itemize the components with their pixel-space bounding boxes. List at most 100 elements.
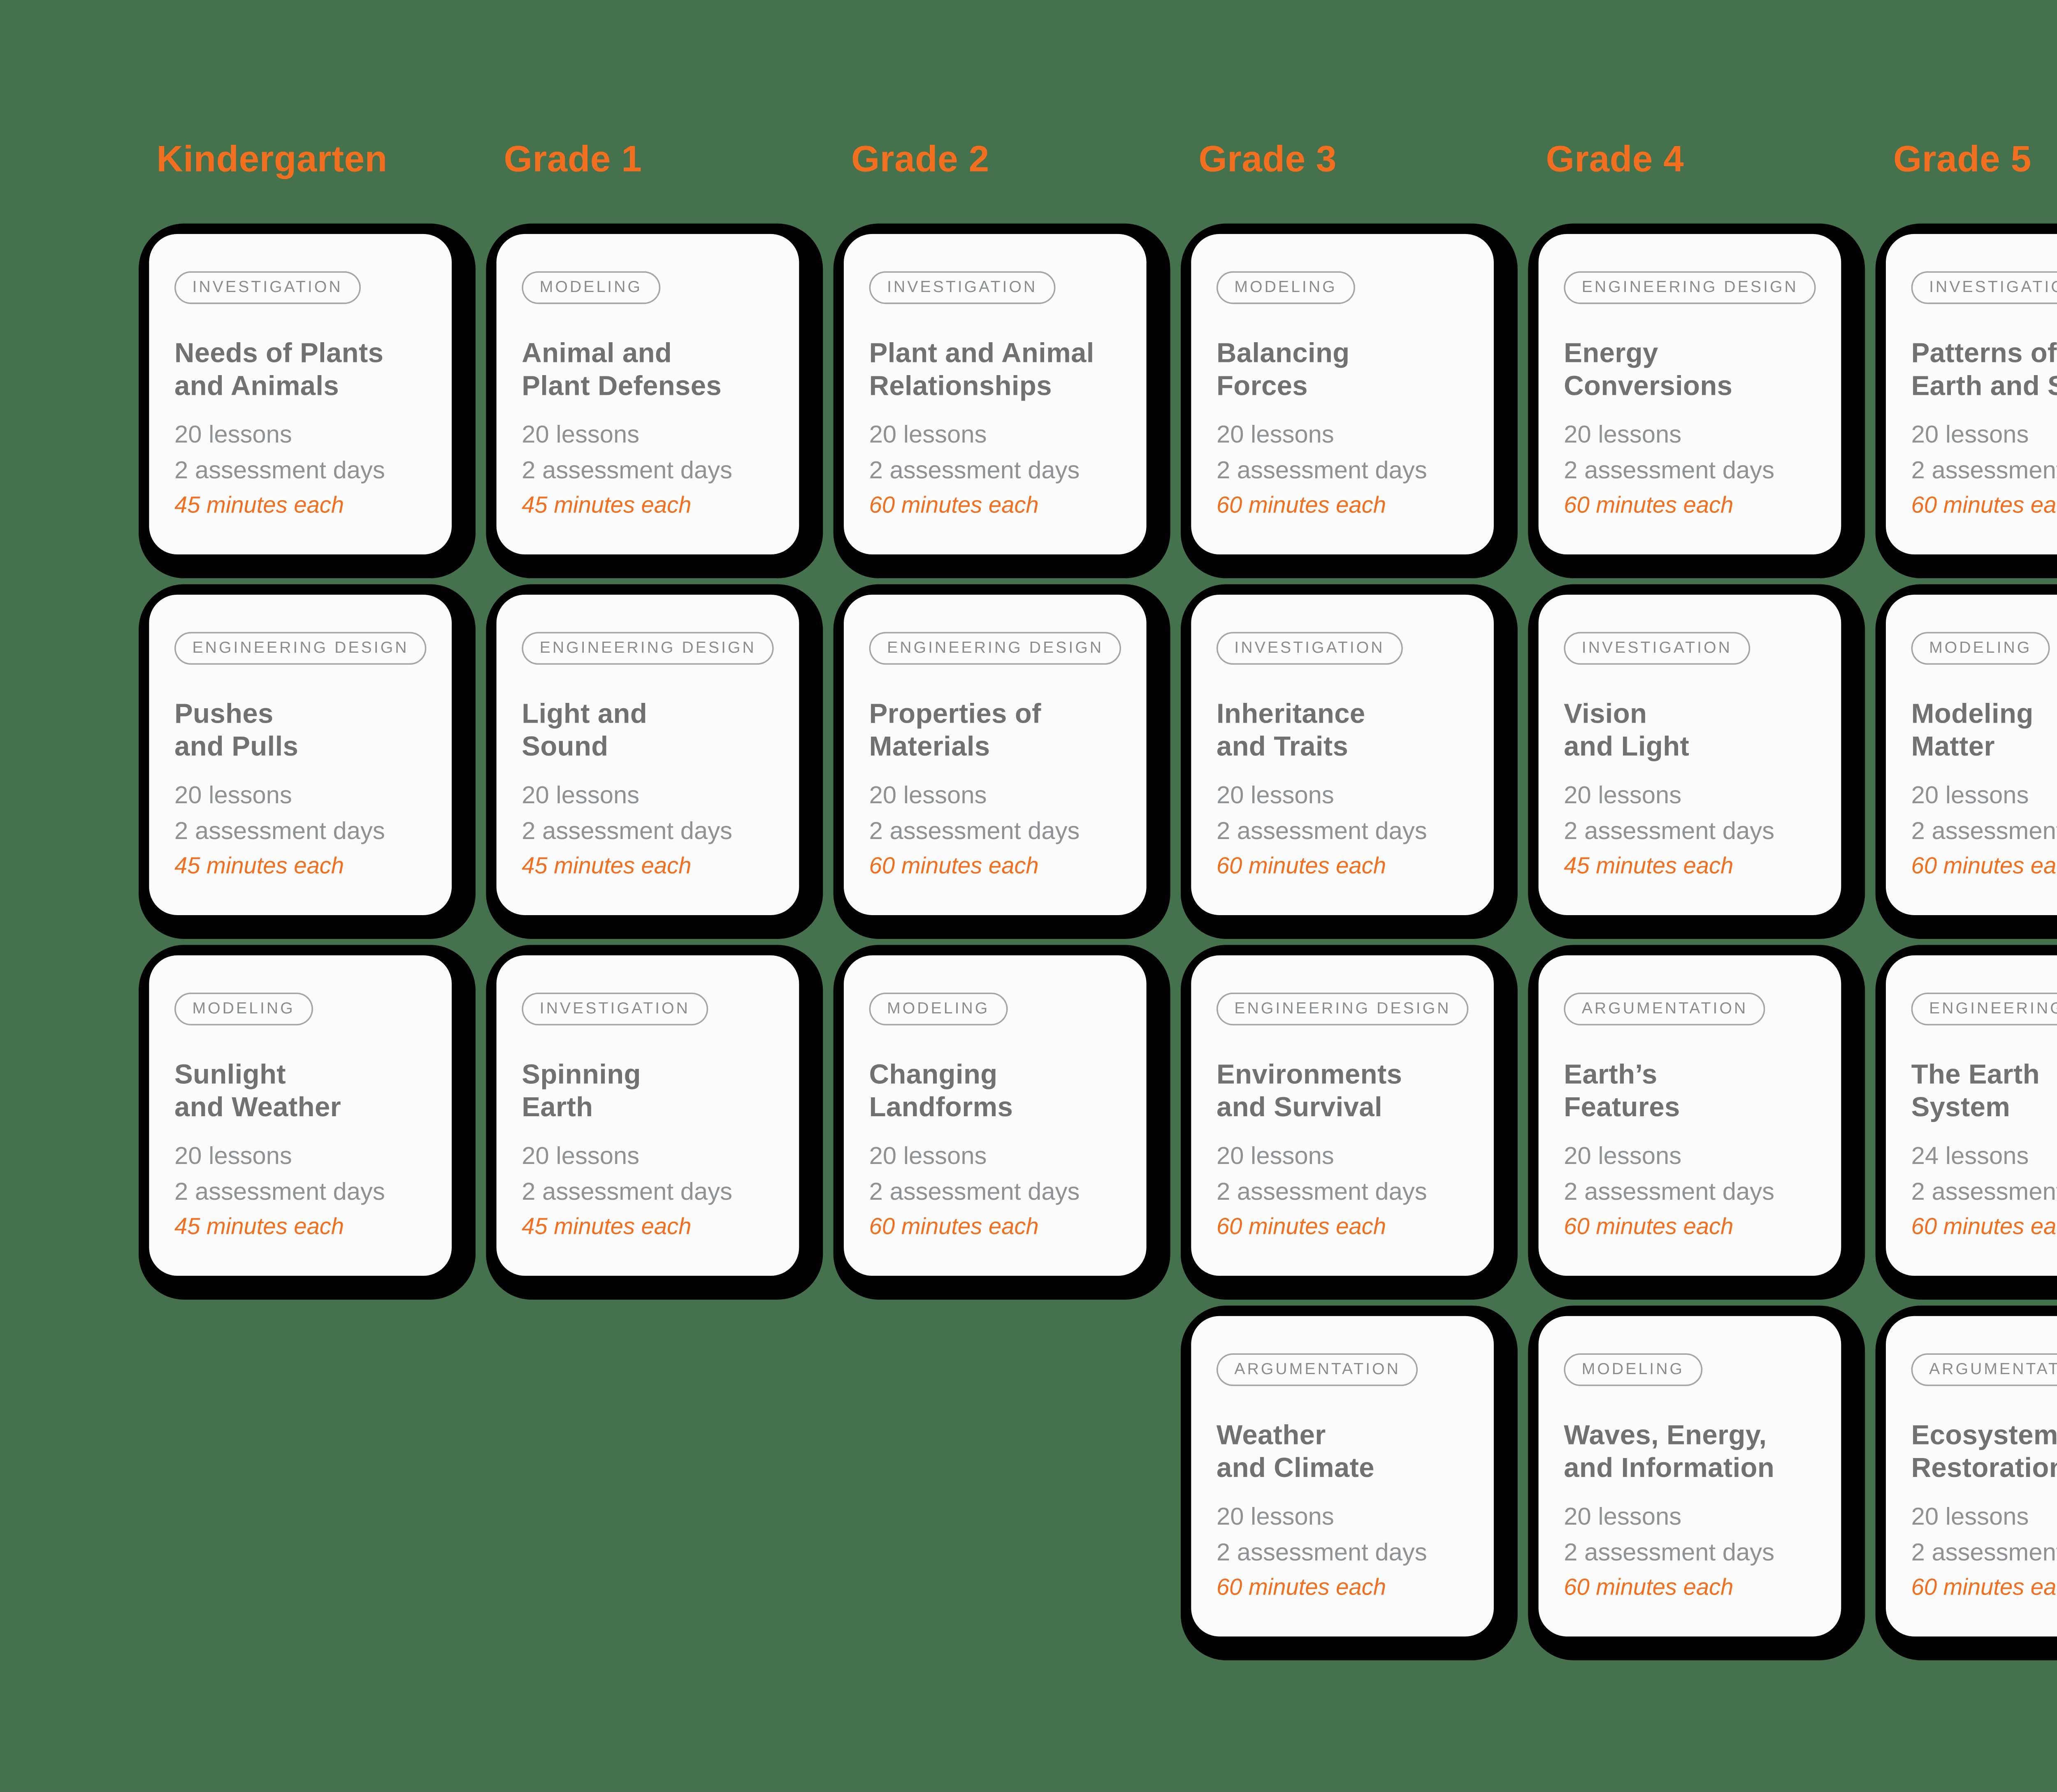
lesson-count: 20 lessons xyxy=(522,422,640,449)
lesson-count: 20 lessons xyxy=(174,1143,292,1170)
lesson-count: 20 lessons xyxy=(869,782,987,809)
unit-title: Needs of Plants and Animals xyxy=(174,336,384,400)
lesson-count: 20 lessons xyxy=(1564,782,1682,809)
unit-card: MODELING Balancing Forces 20 lessons 2 a… xyxy=(1191,234,1494,555)
assessment-days: 2 assessment days xyxy=(1564,818,1775,845)
unit-title: Spinning Earth xyxy=(522,1058,641,1122)
unit-title: Light and Sound xyxy=(522,697,648,761)
unit-type-badge: INVESTIGATION xyxy=(1216,632,1403,665)
unit-title: Weather and Climate xyxy=(1216,1419,1374,1482)
unit-title: Environments and Survival xyxy=(1216,1058,1402,1122)
assessment-days: 2 assessment days xyxy=(869,1179,1080,1206)
unit-card: ARGUMENTATION Weather and Climate 20 les… xyxy=(1191,1316,1494,1637)
lesson-duration: 45 minutes each xyxy=(522,854,692,879)
unit-type-badge: INVESTIGATION xyxy=(869,271,1055,304)
lesson-duration: 60 minutes each xyxy=(1216,493,1386,519)
lesson-count: 20 lessons xyxy=(1564,422,1682,449)
unit-card: MODELING Modeling Matter 20 lessons 2 as… xyxy=(1885,594,2057,915)
grade-column-grade-1: Grade 1 MODELING Animal and Plant Defens… xyxy=(496,140,799,1316)
unit-card: ENGINEERING DESIGN Pushes and Pulls 20 l… xyxy=(149,594,452,915)
assessment-days: 2 assessment days xyxy=(174,1179,385,1206)
assessment-days: 2 assessment days xyxy=(1911,1179,2057,1206)
grade-label: Grade 5 xyxy=(1893,140,2031,181)
unit-card: INVESTIGATION Spinning Earth 20 lessons … xyxy=(496,955,799,1276)
unit-type-badge: MODELING xyxy=(522,271,660,304)
grade-label: Grade 2 xyxy=(851,140,989,181)
assessment-days: 2 assessment days xyxy=(1564,1539,1775,1567)
grade-label: Grade 4 xyxy=(1546,140,1684,181)
grade-label: Kindergarten xyxy=(156,140,388,181)
grade-column-grade-5: Grade 5 INVESTIGATION Patterns of Earth … xyxy=(1885,140,2057,1676)
lesson-count: 20 lessons xyxy=(869,1143,987,1170)
unit-title: Patterns of Earth and Sky xyxy=(1911,336,2057,400)
unit-card: MODELING Waves, Energy, and Information … xyxy=(1538,1316,1841,1637)
unit-card: INVESTIGATION Plant and Animal Relations… xyxy=(844,234,1147,555)
unit-type-badge: INVESTIGATION xyxy=(1564,632,1750,665)
unit-card: INVESTIGATION Inheritance and Traits 20 … xyxy=(1191,594,1494,915)
lesson-count: 20 lessons xyxy=(869,422,987,449)
lesson-count: 24 lessons xyxy=(1911,1143,2029,1170)
unit-type-badge: MODELING xyxy=(1216,271,1355,304)
unit-card: ENGINEERING DESIGN Environments and Surv… xyxy=(1191,955,1494,1276)
lesson-duration: 60 minutes each xyxy=(869,854,1039,879)
unit-title: Properties of Materials xyxy=(869,697,1041,761)
lesson-duration: 60 minutes each xyxy=(1216,1575,1386,1601)
lesson-count: 20 lessons xyxy=(1216,422,1334,449)
grade-column-kindergarten: Kindergarten INVESTIGATION Needs of Plan… xyxy=(149,141,452,1316)
assessment-days: 2 assessment days xyxy=(174,457,385,485)
lesson-count: 20 lessons xyxy=(522,782,640,809)
unit-type-badge: ENGINEERING DESIGN xyxy=(869,632,1121,665)
unit-type-badge: ENGINEERING DESIGN xyxy=(174,632,427,665)
unit-card: MODELING Changing Landforms 20 lessons 2… xyxy=(844,955,1147,1276)
unit-type-badge: MODELING xyxy=(869,992,1008,1026)
assessment-days: 2 assessment days xyxy=(174,818,385,845)
unit-type-badge: MODELING xyxy=(1564,1353,1702,1386)
lesson-count: 20 lessons xyxy=(1216,1143,1334,1170)
unit-card: ENGINEERING DESIGN Properties of Materia… xyxy=(844,594,1147,915)
lesson-duration: 60 minutes each xyxy=(1216,854,1386,879)
lesson-duration: 45 minutes each xyxy=(522,1215,692,1240)
assessment-days: 2 assessment days xyxy=(522,1179,733,1206)
grade-column-grade-4: Grade 4 ENGINEERING DESIGN Energy Conver… xyxy=(1538,140,1841,1676)
unit-type-badge: INVESTIGATION xyxy=(1911,271,2057,304)
unit-title: Sunlight and Weather xyxy=(174,1058,341,1122)
unit-card: MODELING Animal and Plant Defenses 20 le… xyxy=(496,234,799,555)
unit-card: INVESTIGATION Patterns of Earth and Sky … xyxy=(1885,234,2057,555)
assessment-days: 2 assessment days xyxy=(522,818,733,845)
unit-title: The Earth System xyxy=(1911,1058,2040,1122)
assessment-days: 2 assessment days xyxy=(1564,1179,1775,1206)
assessment-days: 2 assessment days xyxy=(869,457,1080,485)
lesson-duration: 60 minutes each xyxy=(1911,1575,2057,1601)
lesson-duration: 60 minutes each xyxy=(1564,1575,1734,1601)
lesson-count: 20 lessons xyxy=(1564,1504,1682,1531)
lesson-duration: 60 minutes each xyxy=(1911,1215,2057,1240)
unit-card: ENGINEERING DESIGN Light and Sound 20 le… xyxy=(496,594,799,915)
assessment-days: 2 assessment days xyxy=(1216,1179,1427,1206)
lesson-duration: 60 minutes each xyxy=(1564,1215,1734,1240)
lesson-count: 20 lessons xyxy=(1911,422,2029,449)
unit-title: Changing Landforms xyxy=(869,1058,1013,1122)
unit-type-badge: ENGINEERING DESIGN xyxy=(1564,271,1816,304)
lesson-count: 20 lessons xyxy=(1216,1504,1334,1531)
unit-title: Pushes and Pulls xyxy=(174,697,299,761)
lesson-count: 20 lessons xyxy=(174,782,292,809)
grade-label: Grade 1 xyxy=(504,140,642,181)
unit-title: Inheritance and Traits xyxy=(1216,697,1365,761)
unit-type-badge: ARGUMENTATION xyxy=(1911,1353,2057,1386)
unit-card: INVESTIGATION Vision and Light 20 lesson… xyxy=(1538,594,1841,915)
assessment-days: 2 assessment days xyxy=(869,818,1080,845)
assessment-days: 2 assessment days xyxy=(522,457,733,485)
assessment-days: 2 assessment days xyxy=(1911,457,2057,485)
lesson-duration: 45 minutes each xyxy=(174,1215,344,1240)
unit-type-badge: INVESTIGATION xyxy=(522,992,708,1026)
unit-type-badge: MODELING xyxy=(174,992,313,1026)
unit-type-badge: ENGINEERING DESIGN xyxy=(1216,992,1469,1026)
unit-card: INVESTIGATION Needs of Plants and Animal… xyxy=(149,234,452,555)
lesson-count: 20 lessons xyxy=(174,422,292,449)
lesson-duration: 60 minutes each xyxy=(1216,1215,1386,1240)
unit-title: Earth’s Features xyxy=(1564,1058,1680,1122)
unit-type-badge: ARGUMENTATION xyxy=(1216,1353,1419,1386)
lesson-count: 20 lessons xyxy=(1564,1143,1682,1170)
assessment-days: 2 assessment days xyxy=(1564,457,1775,485)
